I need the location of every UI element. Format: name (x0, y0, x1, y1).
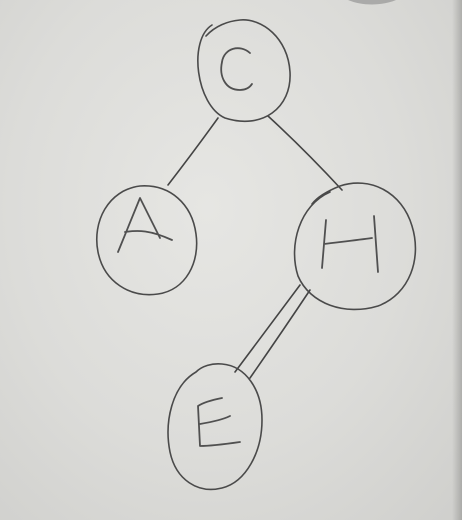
node-e-circle (167, 363, 263, 491)
node-c-letter (220, 47, 253, 91)
node-h-label: H (350, 244, 351, 246)
node-e: E (167, 363, 263, 491)
node-c-label: C (240, 69, 241, 71)
edges (167, 115, 343, 379)
node-h-circle (293, 182, 417, 311)
node-h-letter (321, 215, 379, 273)
edge-c-a (167, 117, 219, 186)
node-c-circle (197, 19, 291, 123)
edge-h-e-line-1 (234, 284, 301, 373)
edge-h-e-line-2 (249, 289, 311, 379)
node-h: H (293, 182, 417, 311)
node-a-circle (96, 185, 198, 296)
node-a-letter (117, 197, 173, 253)
corner-shadow (348, 0, 396, 5)
node-e-letter (197, 397, 241, 447)
node-a-label: A (145, 238, 146, 241)
node-c: C (197, 19, 291, 123)
edge-c-h (267, 115, 343, 191)
node-e-label: E (215, 424, 216, 426)
node-a: A (96, 185, 198, 296)
